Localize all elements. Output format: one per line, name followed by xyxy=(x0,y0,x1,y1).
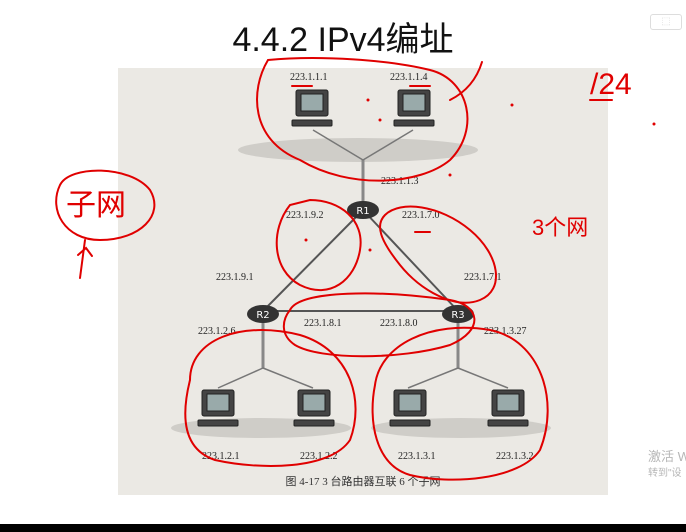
activation-watermark-line1: 激活 W xyxy=(648,449,686,464)
label-r2-right: 223.1.8.1 xyxy=(304,318,342,329)
label-r1-left: 223.1.9.2 xyxy=(286,210,324,221)
router-r2-icon: R2 xyxy=(247,305,279,323)
label-host-bottom-3: 223.1.3.1 xyxy=(398,451,436,462)
computer-top-right-icon xyxy=(393,89,435,127)
computer-bottom-2-icon xyxy=(293,389,335,427)
label-r3-top: 223.1.7.1 xyxy=(464,272,502,283)
subnet-top-shadow xyxy=(238,138,478,162)
computer-bottom-3-icon xyxy=(389,389,431,427)
network-diagram: R1 R2 R3 xyxy=(171,89,551,438)
computer-bottom-1-icon xyxy=(197,389,239,427)
computer-bottom-4-icon xyxy=(487,389,529,427)
bottom-bar xyxy=(0,524,686,532)
activation-watermark-line2: 转到"设 xyxy=(648,468,682,479)
label-r3-right: 223.1.3.27 xyxy=(484,326,527,337)
lan-left-2 xyxy=(262,367,314,389)
label-r1-right: 223.1.7.0 xyxy=(402,210,440,221)
label-r2-left: 223.1.2.6 xyxy=(198,326,236,337)
label-host-bottom-1: 223.1.2.1 xyxy=(202,451,240,462)
slide-title: 4.4.2 IPv4编址 xyxy=(232,21,454,59)
router-r2-label: R2 xyxy=(256,310,269,321)
link-r1-r2 xyxy=(262,209,364,312)
annotation-subnet-note: 子网 xyxy=(66,189,126,222)
label-host-top-left: 223.1.1.1 xyxy=(290,72,328,83)
router-r1-label: R1 xyxy=(356,206,369,217)
app-logo: ⬚ xyxy=(650,14,682,30)
link-r1-r3 xyxy=(362,209,459,312)
router-r3-icon: R3 xyxy=(442,305,474,323)
lan-right-2 xyxy=(457,367,509,389)
lan-right-1 xyxy=(407,367,459,389)
annotation-arrowhead-subnet-note xyxy=(77,246,93,257)
lan-left-1 xyxy=(217,367,264,389)
annotation-three-subnets-note: 3个网 xyxy=(532,215,589,240)
label-r3-left: 223.1.8.0 xyxy=(380,318,418,329)
router-r3-label: R3 xyxy=(451,310,464,321)
annotation-arrow-subnet-note xyxy=(79,239,86,279)
network-figure: R1 R2 R3 xyxy=(118,68,608,495)
annotation-prefix-note: /24 xyxy=(590,68,632,101)
label-host-bottom-2: 223.1.2.2 xyxy=(300,451,338,462)
label-host-bottom-4: 223.1.3.2 xyxy=(496,451,534,462)
router-r1-icon: R1 xyxy=(347,201,379,219)
figure-caption: 图 4-17 3 台路由器互联 6 个子网 xyxy=(285,476,441,488)
label-r2-top: 223.1.9.1 xyxy=(216,272,254,283)
label-host-top-right: 223.1.1.4 xyxy=(390,72,428,83)
computer-top-left-icon xyxy=(291,89,333,127)
label-r1-top: 223.1.1.3 xyxy=(381,176,419,187)
